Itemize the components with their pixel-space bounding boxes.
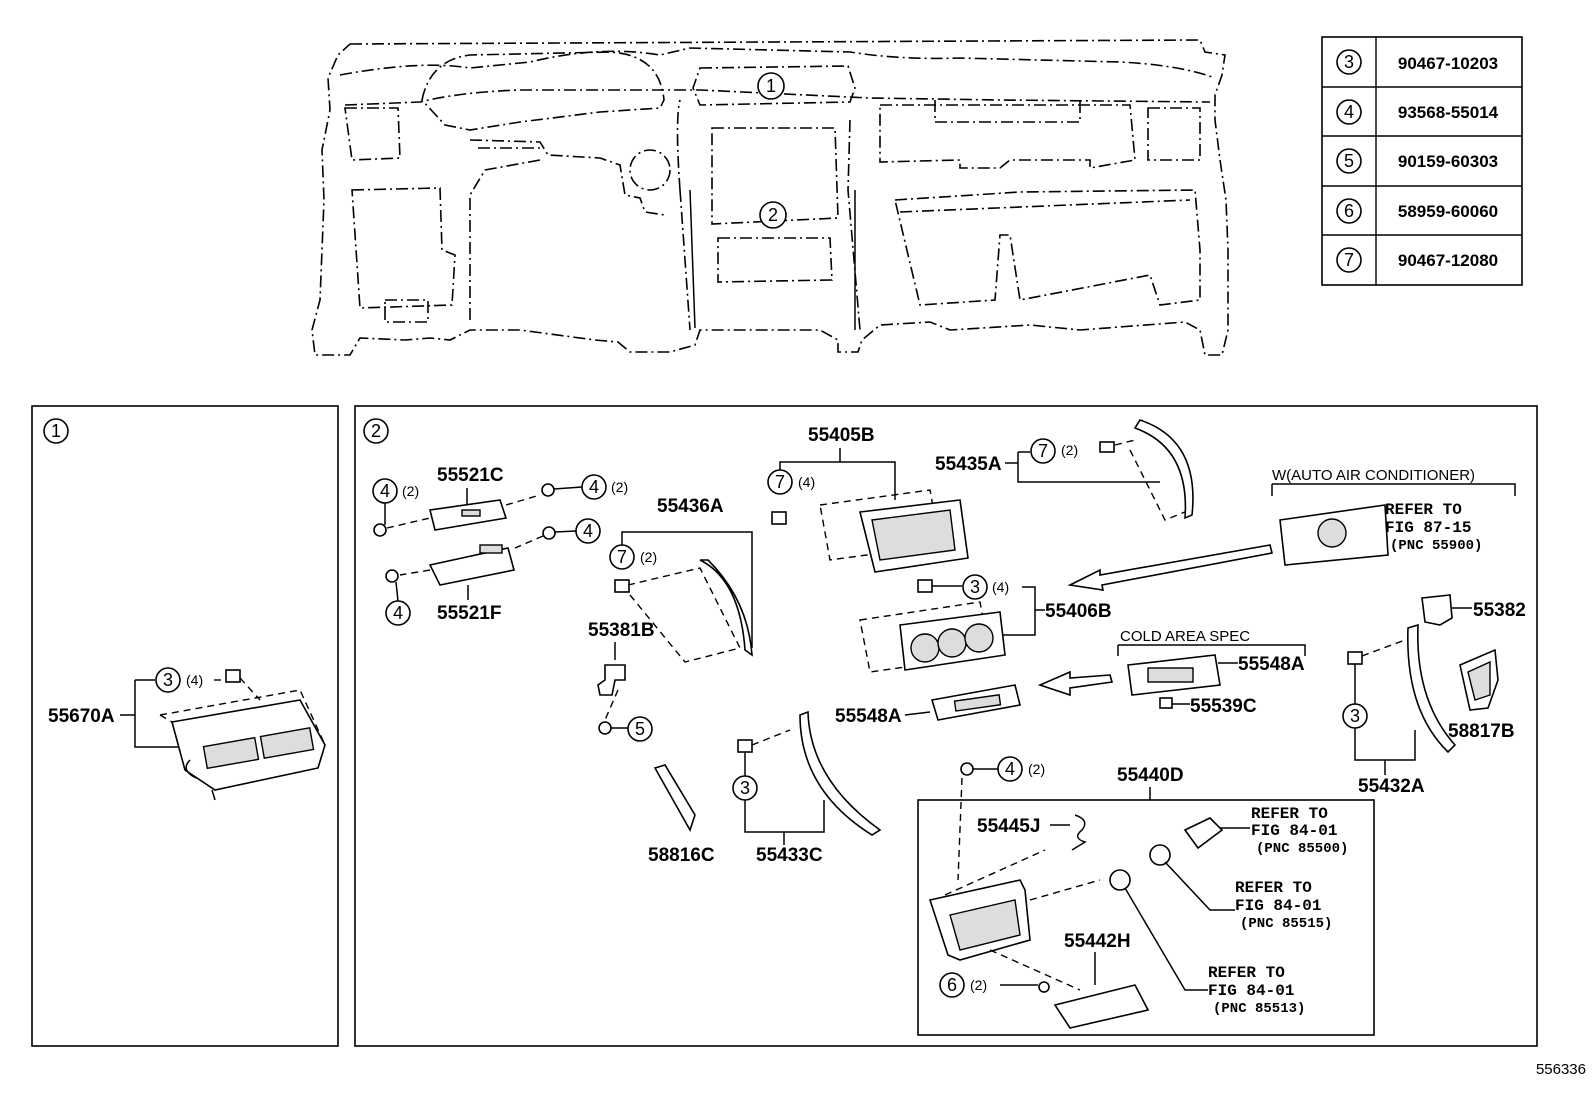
callout-6-text: 6 [947, 975, 957, 995]
table-part-number: 90159-60303 [1398, 152, 1498, 171]
callout-3 [155, 667, 181, 693]
part-label-55548A: 55548A [835, 706, 902, 727]
part-label-55433C: 55433C [756, 845, 823, 866]
table-part-number: 93568-55014 [1398, 103, 1499, 122]
refer-to-text: REFER TO [1235, 879, 1312, 897]
refer-fig-text: FIG 84-01 [1235, 897, 1321, 915]
note-auto-air-conditioner: W(AUTO AIR CONDITIONER) [1272, 467, 1475, 484]
quantity-text: (4) [186, 672, 203, 688]
callout-7 [1030, 438, 1056, 464]
part-label-58817B: 58817B [1448, 721, 1515, 742]
panel-1-badge-text: 1 [51, 421, 61, 441]
table-row: 5 90159-60303 [1336, 148, 1498, 174]
table-key-4: 4 [1344, 102, 1354, 122]
callout-4 [385, 600, 411, 626]
part-label-55405B: 55405B [808, 425, 875, 446]
callout-7 [609, 544, 635, 570]
quantity-text: (2) [1028, 761, 1045, 777]
callout-3-text: 3 [163, 670, 173, 690]
table-part-number: 90467-10203 [1398, 54, 1498, 73]
part-label-55406B: 55406B [1045, 601, 1112, 622]
fastener-table: 3 90467-10203 4 93568-55014 5 90159-6030… [1321, 36, 1523, 286]
quantity-text: (4) [798, 474, 815, 490]
overview-callout-1 [757, 72, 785, 100]
overview-callout-2-text: 2 [768, 205, 778, 225]
callout-4-text: 4 [393, 603, 403, 623]
callout-3-text: 3 [970, 577, 980, 597]
table-key-5: 5 [1344, 151, 1354, 171]
part-label-55539C: 55539C [1190, 696, 1257, 717]
refer-fig-text: FIG 87-15 [1385, 519, 1471, 537]
overview-callout-2 [759, 201, 787, 229]
table-row: 3 90467-10203 [1336, 49, 1498, 75]
refer-pnc-text: (PNC 85500) [1256, 841, 1348, 857]
callout-4-text: 4 [583, 521, 593, 541]
quantity-text: (2) [1061, 442, 1078, 458]
callout-7-text: 7 [617, 547, 627, 567]
part-label-55381B: 55381B [588, 620, 655, 641]
refer-fig-text: FIG 84-01 [1208, 982, 1294, 1000]
quantity-text: (2) [402, 483, 419, 499]
dashboard-overview: 1 2 [311, 39, 1229, 356]
illustration-id: 556336 [1536, 1061, 1586, 1078]
callout-3-text: 3 [1350, 706, 1360, 726]
callout-6 [939, 972, 965, 998]
detail-panel-1: 1 55670A 3 (4) [31, 405, 339, 1047]
refer-pnc-text: (PNC 55900) [1390, 538, 1482, 554]
table-key-7: 7 [1344, 250, 1354, 270]
refer-pnc-text: (PNC 85515) [1240, 916, 1332, 932]
table-key-6: 6 [1344, 201, 1354, 221]
refer-pnc-text: (PNC 85513) [1213, 1001, 1305, 1017]
callout-5-text: 5 [635, 719, 645, 739]
callout-7-text: 7 [775, 472, 785, 492]
refer-to-text: REFER TO [1208, 964, 1285, 982]
part-label-55442H: 55442H [1064, 931, 1131, 952]
part-label-55382: 55382 [1473, 600, 1526, 621]
panel-2-badge-text: 2 [371, 421, 381, 441]
callout-7 [767, 469, 793, 495]
quantity-text: (2) [970, 977, 987, 993]
console-box-frame [917, 799, 1375, 1036]
callout-4-text: 4 [380, 481, 390, 501]
refer-fig-text: FIG 84-01 [1251, 822, 1337, 840]
callout-4 [575, 518, 601, 544]
callout-3 [962, 574, 988, 600]
part-label-55521F: 55521F [437, 603, 501, 624]
table-row: 6 58959-60060 [1336, 198, 1498, 224]
overview-callout-1-text: 1 [766, 76, 776, 96]
refer-to-text: REFER TO [1251, 805, 1328, 823]
quantity-text: (2) [640, 549, 657, 565]
table-row: 4 93568-55014 [1336, 99, 1499, 125]
callout-4 [997, 756, 1023, 782]
callout-4-text: 4 [1005, 759, 1015, 779]
table-row: 7 90467-12080 [1336, 247, 1498, 273]
callout-4-text: 4 [589, 477, 599, 497]
table-part-number: 90467-12080 [1398, 251, 1498, 270]
quantity-text: (2) [611, 479, 628, 495]
part-label-58816C: 58816C [648, 845, 715, 866]
detail-panel-2: 2 55521C 4 (2) 4 (2) 4 4 55521F 55436A [354, 405, 1538, 1047]
part-label-55436A: 55436A [657, 496, 724, 517]
callout-3-text: 3 [740, 778, 750, 798]
note-cold-area-spec: COLD AREA SPEC [1120, 628, 1250, 645]
part-label-55435A: 55435A [935, 454, 1002, 475]
callout-4 [581, 474, 607, 500]
part-label-55521C: 55521C [437, 465, 504, 486]
part-label-55670A: 55670A [48, 706, 115, 727]
part-label-55432A: 55432A [1358, 776, 1425, 797]
part-label-55440D: 55440D [1117, 765, 1184, 786]
panel-2-badge [363, 418, 389, 444]
panel-1-badge [43, 418, 69, 444]
table-part-number: 58959-60060 [1398, 202, 1498, 221]
callout-7-text: 7 [1038, 441, 1048, 461]
callout-5 [627, 716, 653, 742]
table-key-3: 3 [1344, 52, 1354, 72]
part-label-55445J: 55445J [977, 816, 1040, 837]
quantity-text: (4) [992, 579, 1009, 595]
refer-to-text: REFER TO [1385, 501, 1462, 519]
part-label-55548A: 55548A [1238, 654, 1305, 675]
